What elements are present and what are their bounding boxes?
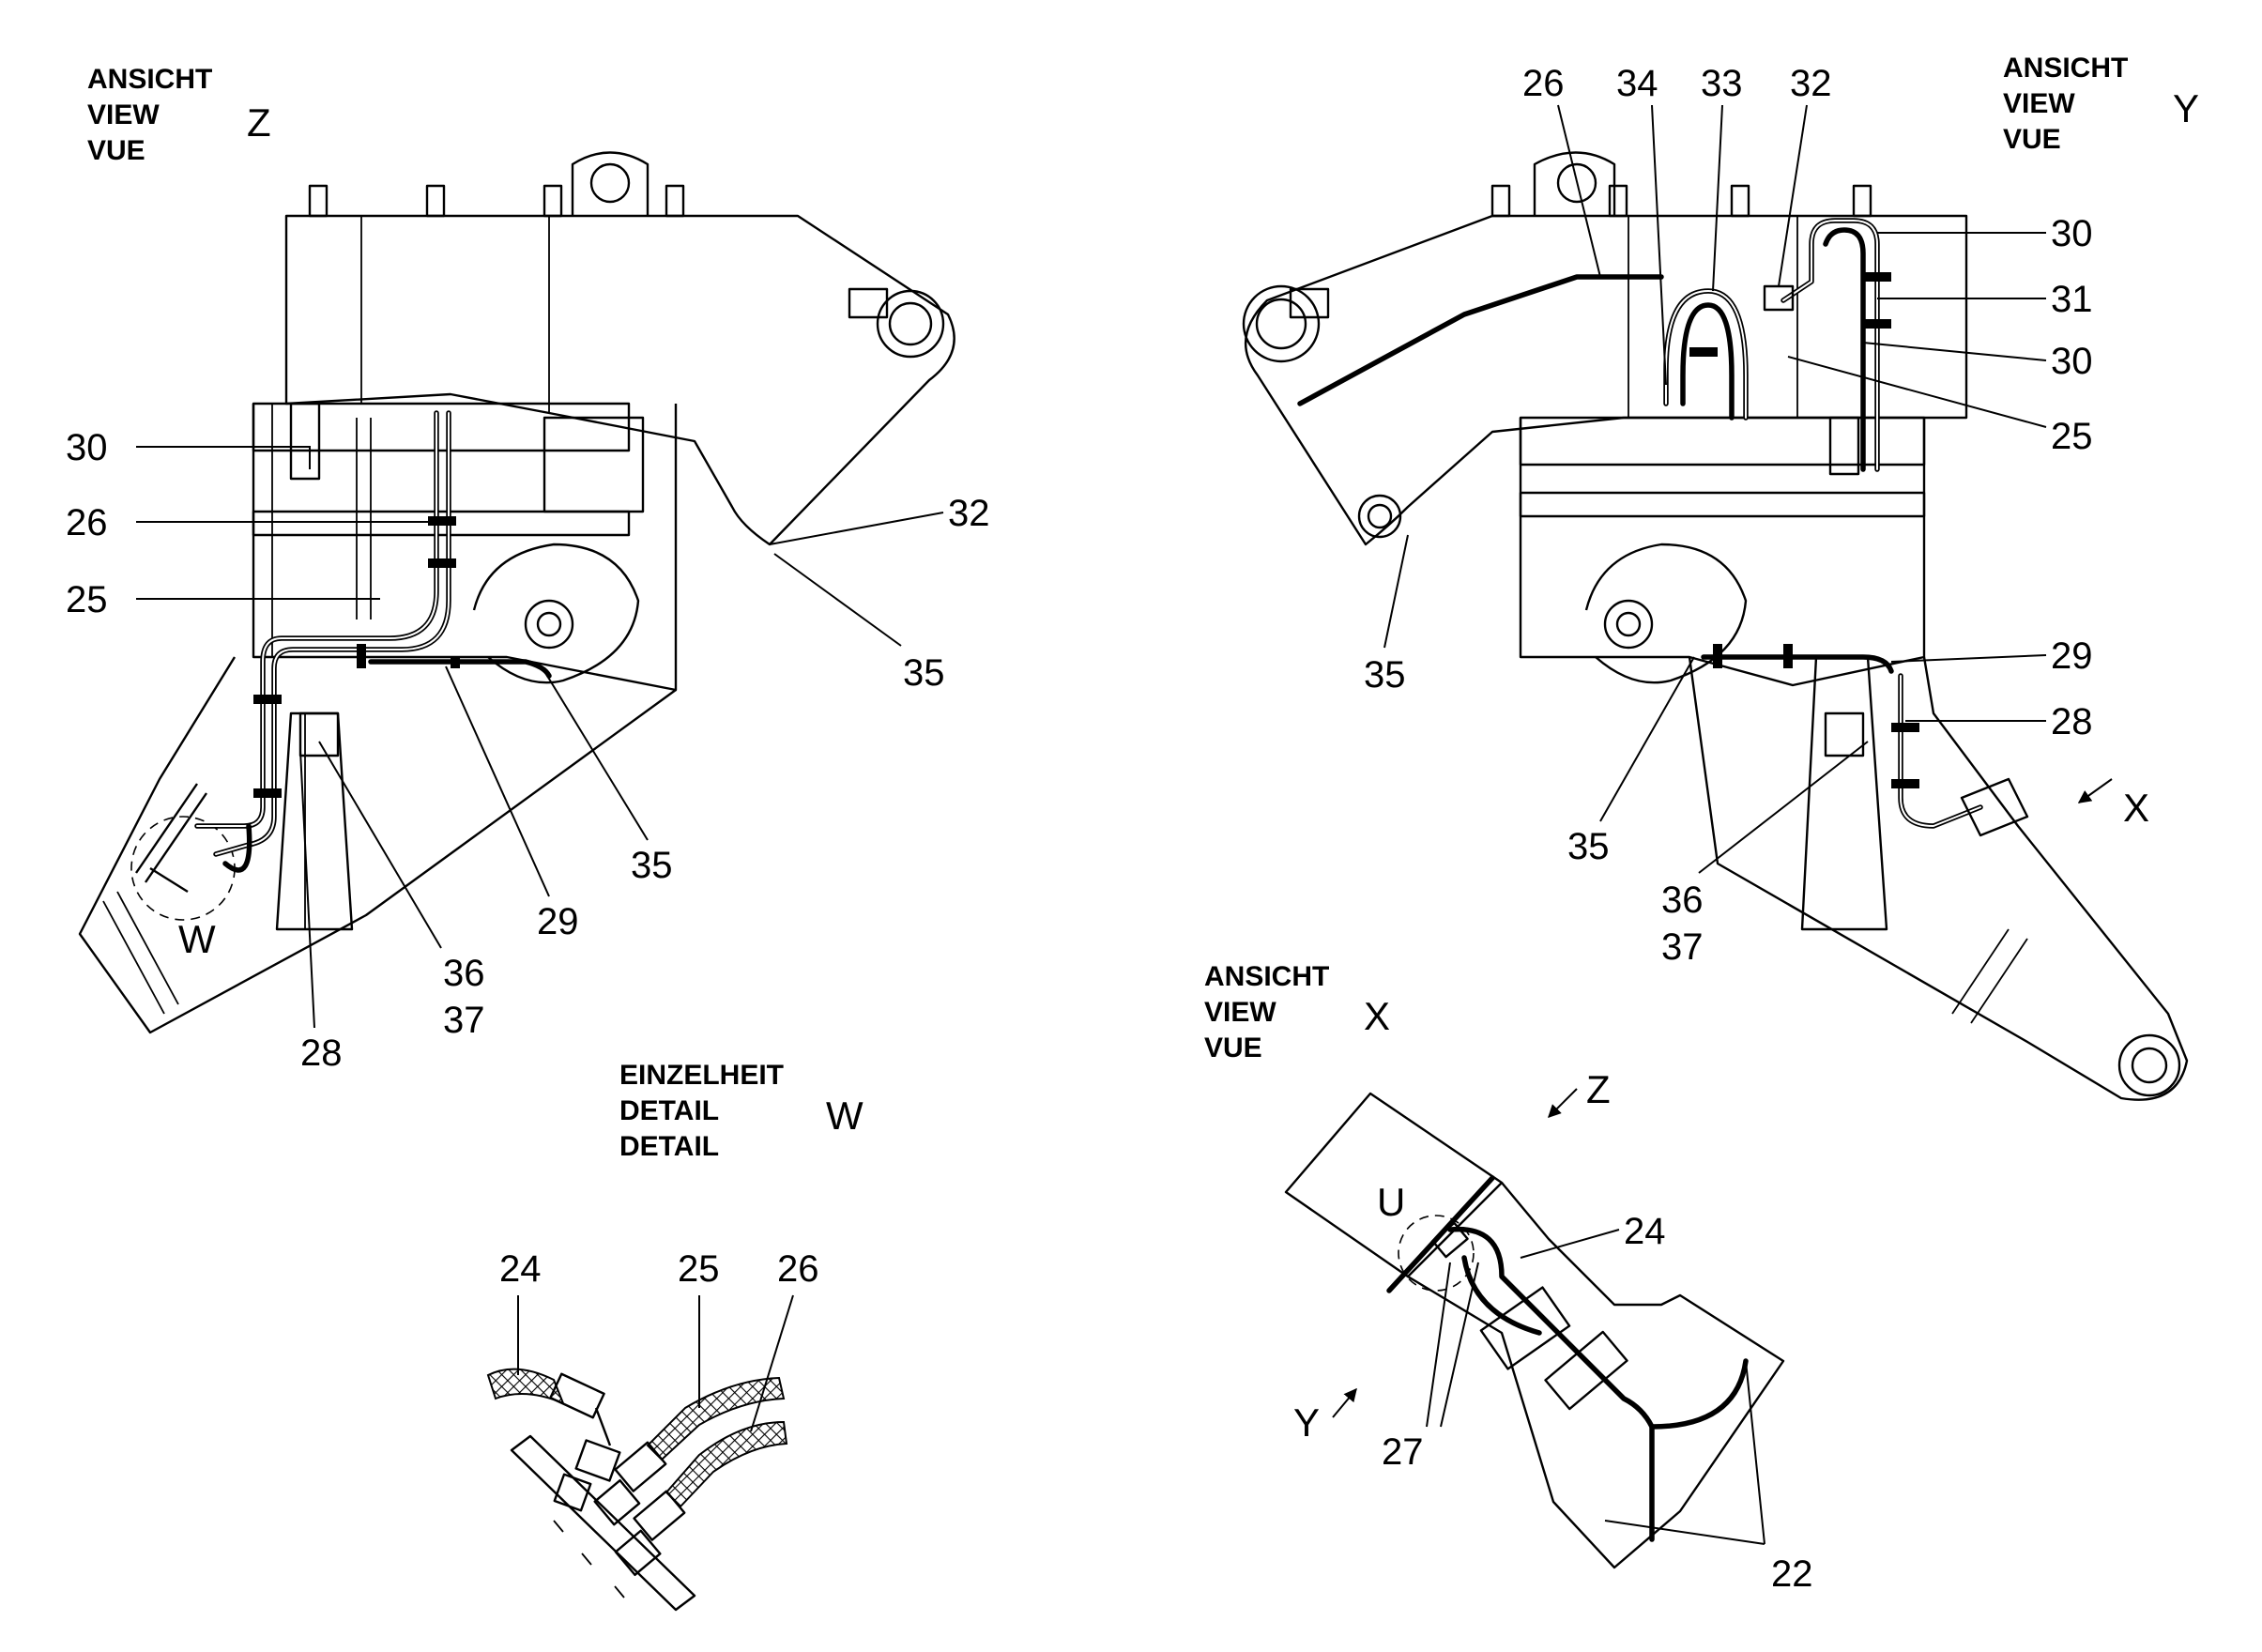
view-x: ANSICHT VIEW VUE X U Z Y 24 xyxy=(1204,961,1813,1595)
svg-text:Z: Z xyxy=(247,100,271,145)
callout-y-34: 34 xyxy=(1616,63,1658,104)
detail-w-title: EINZELHEIT DETAIL DETAIL W xyxy=(619,1060,864,1162)
callout-y-26: 26 xyxy=(1522,63,1565,104)
callout-y-29: 29 xyxy=(2051,635,2093,677)
callout-y-32: 32 xyxy=(1790,63,1832,104)
callout-y-33: 33 xyxy=(1701,63,1743,104)
svg-text:ANSICHT: ANSICHT xyxy=(1204,961,1329,992)
svg-text:X: X xyxy=(1364,994,1390,1038)
svg-text:Y: Y xyxy=(2173,86,2199,130)
callout-y-31: 31 xyxy=(2051,279,2093,320)
callout-w-24: 24 xyxy=(499,1248,542,1290)
view-arrow-x: X xyxy=(2077,778,2149,830)
svg-text:ANSICHT: ANSICHT xyxy=(87,64,212,95)
callout-z-29: 29 xyxy=(537,901,579,942)
svg-text:DETAIL: DETAIL xyxy=(619,1131,719,1162)
view-arrow-z: Z xyxy=(1548,1067,1611,1118)
callout-y-30a: 30 xyxy=(2051,213,2093,254)
callout-w-26: 26 xyxy=(777,1248,819,1290)
svg-text:VUE: VUE xyxy=(1204,1032,1262,1063)
marker-w: W xyxy=(178,917,216,961)
view-x-title: ANSICHT VIEW VUE X xyxy=(1204,961,1390,1063)
boom-structure-z: W xyxy=(78,151,955,1034)
callout-z-28: 28 xyxy=(300,1032,343,1074)
callout-y-35b: 35 xyxy=(1567,826,1610,867)
callout-z-35a: 35 xyxy=(903,652,945,694)
callout-z-30: 30 xyxy=(66,427,108,468)
callout-x-24: 24 xyxy=(1624,1211,1666,1252)
marker-u: U xyxy=(1377,1180,1405,1224)
callout-z-36: 36 xyxy=(443,953,485,994)
svg-text:VIEW: VIEW xyxy=(1204,997,1276,1028)
callout-y-36: 36 xyxy=(1661,880,1704,921)
svg-text:Y: Y xyxy=(1293,1400,1320,1445)
callout-w-25: 25 xyxy=(678,1248,720,1290)
callout-y-37: 37 xyxy=(1661,926,1704,968)
callout-x-22: 22 xyxy=(1771,1553,1813,1595)
callout-y-30b: 30 xyxy=(2051,341,2093,382)
svg-text:VUE: VUE xyxy=(2003,124,2061,155)
hoses-z xyxy=(135,410,552,894)
callouts-detail-w: 24 25 26 xyxy=(499,1248,819,1432)
callout-y-25: 25 xyxy=(2051,416,2093,457)
callout-y-28: 28 xyxy=(2051,701,2093,742)
callout-y-35a: 35 xyxy=(1364,654,1406,696)
view-arrow-y: Y xyxy=(1293,1387,1357,1445)
svg-text:X: X xyxy=(2123,786,2149,830)
svg-text:ANSICHT: ANSICHT xyxy=(2003,53,2128,84)
svg-text:VIEW: VIEW xyxy=(2003,88,2075,119)
svg-text:VIEW: VIEW xyxy=(87,99,160,130)
callout-z-26: 26 xyxy=(66,502,108,543)
callout-z-35b: 35 xyxy=(631,845,673,886)
view-y: ANSICHT VIEW VUE Y xyxy=(1242,53,2199,1101)
svg-text:W: W xyxy=(826,1094,864,1138)
hoses-y xyxy=(1297,218,2029,837)
view-x-drawing: U xyxy=(1284,1092,1785,1569)
detail-w-drawing xyxy=(486,1368,788,1612)
svg-text:VUE: VUE xyxy=(87,135,145,166)
detail-w: EINZELHEIT DETAIL DETAIL W 2 xyxy=(486,1060,864,1612)
callout-z-37: 37 xyxy=(443,1000,485,1041)
callouts-view-z: 30 26 25 32 35 35 29 36 37 28 xyxy=(66,427,990,1074)
view-z: ANSICHT VIEW VUE Z xyxy=(66,64,990,1074)
view-y-title: ANSICHT VIEW VUE Y xyxy=(2003,53,2199,155)
callout-z-32: 32 xyxy=(948,493,990,534)
callout-z-25: 25 xyxy=(66,579,108,620)
callout-x-27: 27 xyxy=(1382,1431,1424,1473)
view-z-title: ANSICHT VIEW VUE Z xyxy=(87,64,271,166)
callouts-view-y: 26 34 33 32 30 31 30 25 35 29 28 35 36 xyxy=(1364,63,2093,968)
boom-structure-y xyxy=(1242,151,2189,1101)
callouts-view-x: 24 27 22 xyxy=(1382,1211,1813,1595)
svg-text:Z: Z xyxy=(1586,1067,1611,1111)
svg-text:DETAIL: DETAIL xyxy=(619,1095,719,1126)
svg-text:EINZELHEIT: EINZELHEIT xyxy=(619,1060,784,1091)
